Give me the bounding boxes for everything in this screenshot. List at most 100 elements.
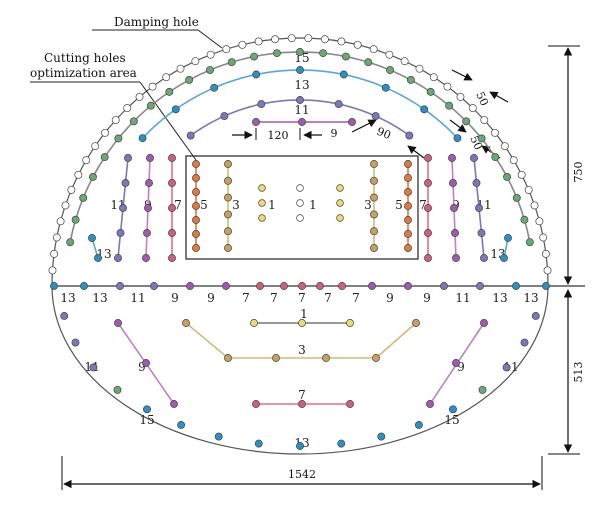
cutting-area-label-2: optimization area <box>30 66 137 80</box>
baseline-label: 11 <box>130 291 145 305</box>
ring-9-bl-label: 9 <box>138 360 146 374</box>
lower-row-1-hole <box>250 319 258 327</box>
damping-hole <box>67 185 76 194</box>
cutting-hole <box>224 160 232 168</box>
baseline-label: 13 <box>60 291 75 305</box>
spacing-50a-arrow <box>451 69 473 81</box>
invert-hole <box>478 385 487 394</box>
side-column-hole <box>470 154 478 162</box>
cutting-hole <box>296 184 304 192</box>
damping-hole-label: Damping hole <box>114 15 199 29</box>
side-column-hole <box>451 229 459 237</box>
lower-row-3-hole <box>182 319 190 327</box>
damping-hole <box>111 116 120 125</box>
cutting-hole <box>192 230 200 238</box>
column-5-left-label: 5 <box>200 198 208 212</box>
dim-width-label: 1542 <box>288 468 316 481</box>
spring-line-hole <box>280 282 288 290</box>
ring-hole-11 <box>186 131 195 140</box>
baseline-label: 9 <box>207 291 215 305</box>
cutting-hole <box>192 244 200 252</box>
damping-hole <box>415 64 424 73</box>
ring-hole-11 <box>257 100 266 109</box>
lower-row-1-hole <box>346 319 354 327</box>
damping-hole <box>500 142 509 151</box>
lower-diag-hole <box>114 319 122 327</box>
lower-row-1-hole <box>298 319 306 327</box>
cutting-hole <box>370 227 378 236</box>
damping-hole <box>509 156 518 165</box>
spacing-90-label: 90 <box>375 125 393 142</box>
contour-hole-15 <box>386 66 394 74</box>
contour-hole-15 <box>129 117 138 126</box>
side-column-hole <box>144 204 152 212</box>
contour-hole-15 <box>165 87 174 96</box>
side-column-hole <box>477 229 486 237</box>
lower-row-7-hole <box>346 400 354 408</box>
ring-hole-13 <box>138 134 147 143</box>
cutting-hole <box>404 202 412 210</box>
damping-hole <box>162 73 171 82</box>
column-5-right-label: 5 <box>395 198 403 212</box>
side-column-hole <box>424 254 432 262</box>
damping-hole <box>543 266 552 275</box>
cutting-hole <box>192 174 200 182</box>
invert-hole <box>254 439 263 448</box>
side-column-hole <box>168 179 176 187</box>
side-column-hole <box>504 234 512 242</box>
damping-hole <box>135 92 144 101</box>
side-column-hole <box>500 254 508 262</box>
side-column-hole <box>424 204 432 212</box>
baseline-label: 11 <box>455 291 470 305</box>
ring-hole-11 <box>296 96 304 104</box>
spring-line-hole <box>368 282 376 290</box>
contour-hole-15 <box>319 49 328 58</box>
cutting-hole <box>404 174 412 182</box>
spring-line-hole <box>50 282 58 290</box>
spring-line-hole <box>512 282 520 290</box>
cutting-hole <box>336 184 344 192</box>
ring-hole-13 <box>381 83 390 92</box>
spacing-90-arrow-b <box>407 145 425 159</box>
cutting-hole <box>404 244 412 252</box>
top-row-hole <box>252 118 260 126</box>
contour-hole-15 <box>296 48 304 56</box>
spring-line-hole <box>542 282 550 290</box>
damping-hole <box>456 92 465 101</box>
cutting-hole <box>224 193 232 202</box>
cutting-hole <box>192 188 200 196</box>
invert-hole <box>71 338 80 347</box>
contour-hole-15 <box>185 75 194 84</box>
damping-hole <box>443 82 452 91</box>
spring-line-hole <box>186 282 194 290</box>
invert-hole <box>337 439 346 448</box>
cutting-hole <box>404 160 412 168</box>
damping-hole <box>82 156 91 165</box>
damping-hole <box>271 35 280 44</box>
baseline-label: 7 <box>270 291 278 305</box>
contour-hole-15 <box>520 215 529 224</box>
cutting-hole <box>258 184 266 192</box>
spring-line-hole <box>440 282 448 290</box>
damping-hole <box>468 104 477 113</box>
invert-hole <box>60 312 69 320</box>
side-column-hole <box>116 229 125 237</box>
side-column-hole <box>143 229 151 237</box>
cutting-hole <box>336 214 344 222</box>
cutting-hole <box>404 188 412 196</box>
ring-15-bl-label: 15 <box>139 413 154 427</box>
ring-11-top-label: 11 <box>294 103 309 117</box>
damping-hole <box>385 50 394 59</box>
contour-hole-15 <box>79 193 88 202</box>
lower-row-3-line <box>185 322 417 359</box>
side-column-hole <box>168 204 176 212</box>
spring-line-hole <box>116 282 124 290</box>
cutting-hole <box>192 202 200 210</box>
contour-hole-15 <box>206 66 214 74</box>
cutting-hole <box>224 210 232 219</box>
damping-hole <box>101 128 109 137</box>
contour-hole-15 <box>512 193 521 202</box>
side-column-hole <box>145 179 153 187</box>
ring-hole-11 <box>334 100 343 109</box>
